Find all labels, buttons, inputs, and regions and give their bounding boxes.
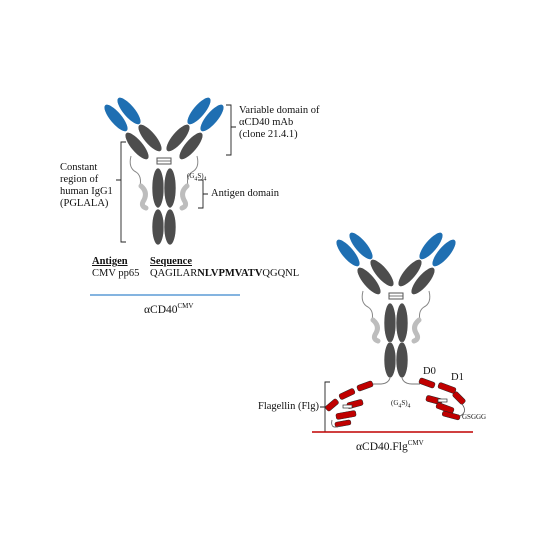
constant-domain-left-inner: [369, 259, 395, 287]
bracket-variable: [226, 104, 236, 156]
linker-left: [129, 155, 141, 187]
flg-helix: [452, 391, 466, 405]
bracket-constant: [116, 141, 126, 243]
flg-helix: [338, 388, 356, 400]
constant-domain-right-inner: [165, 124, 191, 152]
linker-right: [187, 155, 199, 187]
flg-linker-left: [372, 377, 391, 385]
label-constant-line3: human IgG1: [60, 186, 113, 197]
label-linker-bottom: (G4S)4: [391, 399, 411, 410]
flg-helix: [435, 402, 455, 414]
flg-loop: [459, 403, 465, 417]
label-gsggg: GSGGG: [462, 413, 487, 421]
construct-name-top: αCD40CMV: [144, 302, 194, 316]
table-sequence-value: QAGILARNLVPMVATVQGQNL: [150, 268, 300, 279]
flg-helix: [356, 380, 374, 392]
flg-helix: [418, 377, 436, 389]
label-constant-line4: (PGLALA): [60, 198, 109, 209]
linker-right: [419, 290, 431, 321]
antigen-domain-left: [138, 183, 149, 211]
label-d1: D1: [451, 372, 464, 383]
label-constant-line2: region of: [60, 174, 99, 185]
flg-strand: [437, 398, 448, 403]
linker-left: [361, 290, 373, 321]
constant-domain-left-outer: [124, 132, 150, 160]
label-variable-domain: Variable domain of αCD40 mAb (clone 21.4…: [239, 105, 319, 141]
fc-ch2-left: [151, 167, 165, 209]
label-d0: D0: [423, 366, 436, 377]
construct-name-bottom: αCD40.FlgCMV: [356, 439, 424, 453]
fc-ch2-right: [395, 302, 409, 344]
fc-ch3-right: [163, 208, 177, 246]
fc-ch2-left: [383, 302, 397, 344]
flg-helix: [441, 410, 461, 421]
label-constant-region: Constant region of human IgG1 (PGLALA): [60, 162, 113, 210]
variable-domain-right-outer: [199, 104, 225, 132]
label-flagellin: Flagellin (Flg): [258, 401, 319, 412]
variable-domain-right-inner: [186, 97, 212, 125]
flg-strand: [342, 404, 353, 409]
table-antigen-value: CMV pp65: [92, 268, 140, 279]
label-constant-line1: Constant: [60, 162, 98, 173]
antigen-domain-left: [370, 317, 381, 344]
antibody-top: [90, 97, 240, 296]
fc-ch3-left: [383, 341, 397, 379]
antigen-domain-right: [179, 183, 190, 211]
bracket-antigen: [198, 179, 208, 209]
flg-helix: [325, 398, 339, 412]
flagellin-right: [418, 377, 466, 421]
table-header-sequence: Sequence: [150, 256, 192, 267]
variable-domain-left-inner: [116, 97, 142, 125]
flg-helix: [437, 382, 457, 394]
label-variable-line1: Variable domain of: [239, 105, 320, 116]
variable-domain-left-outer: [103, 104, 129, 132]
constant-domain-left-outer: [356, 267, 382, 295]
fc-ch3-right: [395, 341, 409, 379]
antigen-domain-right: [411, 317, 422, 344]
flg-helix: [334, 419, 352, 428]
constant-domain-right-inner: [397, 259, 423, 287]
flg-loop: [331, 419, 341, 428]
constant-domain-right-outer: [410, 267, 436, 295]
flg-linker-right: [401, 377, 420, 385]
label-variable-line3: (clone 21.4.1): [239, 129, 298, 140]
label-antigen-domain: Antigen domain: [211, 188, 279, 199]
antibody-bottom: [312, 232, 473, 433]
fc-ch2-right: [163, 167, 177, 209]
variable-domain-left-inner: [348, 232, 374, 260]
flg-helix: [335, 410, 357, 420]
flagellin-left: [325, 380, 374, 428]
constant-domain-right-outer: [178, 132, 204, 160]
variable-domain-right-outer: [431, 239, 457, 267]
label-variable-line2: αCD40 mAb: [239, 117, 294, 128]
fc-ch3-left: [151, 208, 165, 246]
label-linker-top: (G4S)4: [187, 172, 207, 183]
table-header-antigen: Antigen: [92, 256, 128, 267]
constant-domain-left-inner: [137, 124, 163, 152]
variable-domain-left-outer: [335, 239, 361, 267]
variable-domain-right-inner: [418, 232, 444, 260]
